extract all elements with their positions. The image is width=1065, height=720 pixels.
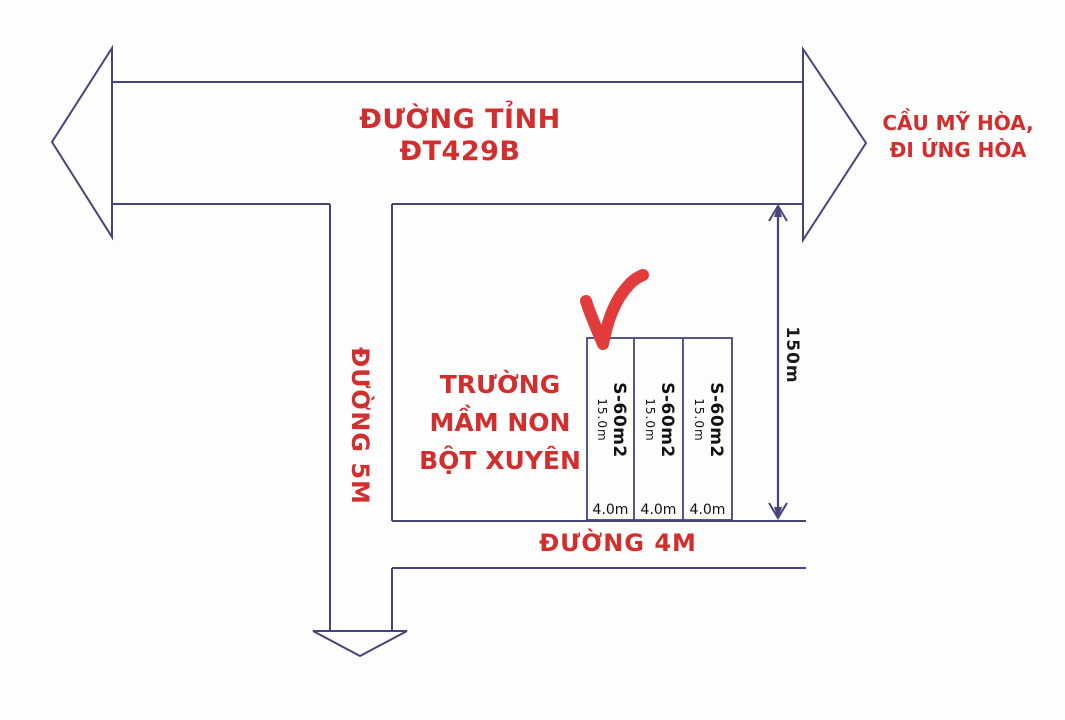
school-line3: BỘT XUYÊN [419, 446, 581, 475]
plot-1-depth-label: 15.0m [594, 398, 609, 442]
side-road-label: ĐƯỜNG 5M [346, 347, 374, 505]
plot-2-width-label: 4.0m [640, 502, 677, 518]
plots-outline [586, 337, 733, 521]
destination-line2: ĐI ỨNG HÒA [889, 138, 1027, 162]
red-checkmark-icon [580, 269, 649, 350]
dimension-arrow-down-tip [774, 507, 782, 519]
plot-1: S-60m2 15.0m 4.0m [587, 338, 634, 520]
plot-3-depth-label: 15.0m [691, 398, 706, 442]
plot-2: S-60m2 15.0m 4.0m [634, 338, 683, 520]
right-arrow-icon [802, 45, 868, 244]
plots-labels: S-60m2 15.0m 4.0m S-60m2 15.0m 4.0m S-60… [587, 338, 732, 520]
plot-2-rotated-labels: S-60m2 15.0m [642, 382, 677, 458]
left-arrow-icon [50, 44, 113, 241]
down-arrow-icon [312, 630, 408, 658]
plot-1-area-label: S-60m2 [608, 382, 629, 458]
plot-2-area-label: S-60m2 [656, 382, 677, 458]
destination-line1: CẦU MỸ HÒA, [882, 111, 1034, 135]
school-area-label: TRƯỜNG MẦM NON BỘT XUYÊN [400, 366, 600, 480]
plot-3-rotated-labels: S-60m2 15.0m [691, 382, 726, 458]
dimension-label: 150m [782, 326, 802, 384]
dimension-arrow-up-tip [774, 205, 782, 217]
top-road-name-line2: ĐT429B [399, 136, 521, 167]
plot-1-rotated-labels: S-60m2 15.0m [594, 382, 629, 458]
top-road-name-line1: ĐƯỜNG TỈNH [359, 104, 561, 135]
school-line1: TRƯỜNG [439, 370, 561, 399]
school-line2: MẦM NON [429, 408, 571, 437]
plot-3: S-60m2 15.0m 4.0m [683, 338, 732, 520]
bottom-road-label: ĐƯỜNG 4M [539, 529, 697, 557]
plot-1-width-label: 4.0m [592, 502, 629, 518]
destination-label: CẦU MỸ HÒA, ĐI ỨNG HÒA [862, 110, 1054, 164]
plot-2-depth-label: 15.0m [642, 398, 657, 442]
plot-3-area-label: S-60m2 [705, 382, 726, 458]
plot-3-width-label: 4.0m [689, 502, 726, 518]
top-road-label: ĐƯỜNG TỈNH ĐT429B [300, 104, 620, 168]
